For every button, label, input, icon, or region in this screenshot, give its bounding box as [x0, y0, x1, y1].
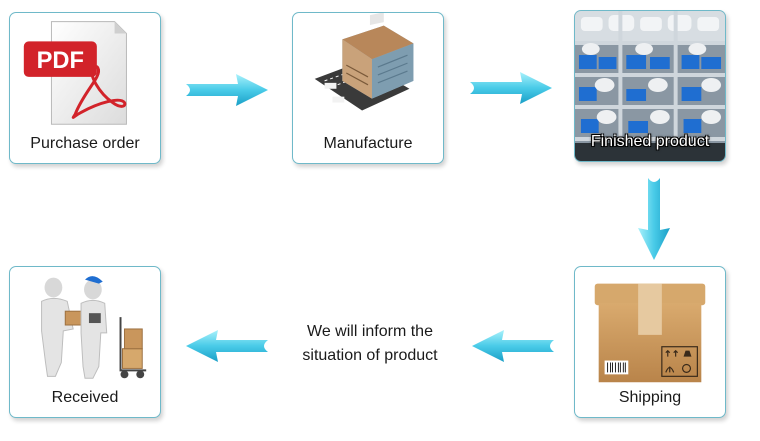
- step-manufacture: Manufacture: [292, 12, 444, 164]
- step-purchase-order: PDF Purchase order: [9, 12, 161, 164]
- note-line-1: We will inform the: [307, 323, 433, 340]
- arrow-down-icon: [638, 178, 670, 260]
- pdf-badge-text: PDF: [37, 48, 84, 74]
- warehouse-shelves-photo: [575, 11, 725, 161]
- arrow-left-icon: [186, 330, 268, 362]
- note-line-2: situation of product: [302, 347, 438, 364]
- arrow-right-icon: [186, 74, 268, 106]
- arrow-left-icon: [472, 330, 554, 362]
- arrow-right-icon: [470, 72, 552, 104]
- step-received: Received: [9, 266, 161, 418]
- step-label: Manufacture: [323, 135, 413, 152]
- cardboard-box-icon: [594, 283, 706, 383]
- step-label: Purchase order: [30, 135, 140, 152]
- step-label: Shipping: [618, 389, 682, 406]
- step-label: Received: [51, 389, 119, 406]
- status-note: We will inform the situation of product: [282, 320, 458, 368]
- pdf-document-icon: PDF: [23, 21, 127, 125]
- step-shipping: Shipping: [574, 266, 726, 418]
- delivery-handover-icon: [41, 276, 147, 379]
- step-finished-product: Finished product: [574, 10, 726, 162]
- step-label: Finished product: [590, 133, 710, 150]
- factory-building-icon: [314, 13, 414, 111]
